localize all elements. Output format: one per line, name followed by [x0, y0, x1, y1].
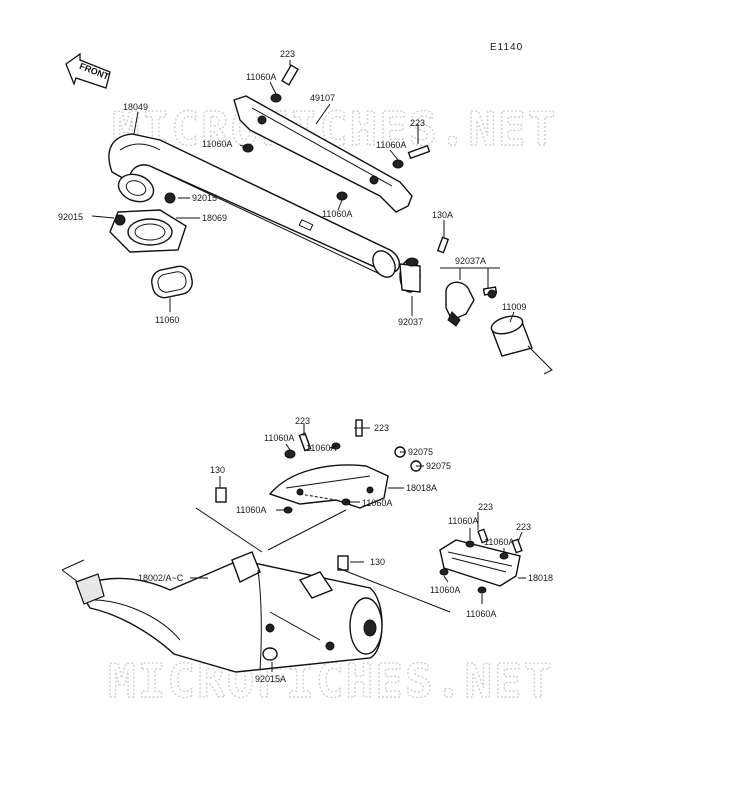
label-11060a-c: 11060A: [376, 140, 406, 150]
label-92015a: 92015A: [255, 674, 286, 684]
label-11060: 11060: [155, 315, 179, 325]
exhaust-flange: [109, 192, 187, 253]
label-11060a-f: 11060A: [306, 443, 336, 453]
clamp-92037a: [445, 281, 498, 327]
bolt-130a: [436, 236, 450, 254]
label-92037: 92037: [398, 317, 423, 327]
gasket: [151, 265, 193, 299]
label-92075-a: 92075: [408, 447, 433, 457]
label-223-f: 223: [516, 522, 531, 532]
leader-lines-top: [91, 60, 515, 323]
label-49107: 49107: [310, 93, 335, 103]
label-11060a-j: 11060A: [484, 537, 514, 547]
label-18049: 18049: [123, 102, 148, 112]
label-92075-b: 92075: [426, 461, 451, 471]
mount-bracket: [233, 95, 413, 213]
label-223-b: 223: [410, 118, 425, 128]
label-18018: 18018: [528, 573, 553, 583]
label-18018a: 18018A: [406, 483, 437, 493]
label-130: 130: [210, 465, 225, 475]
sleeve-11009: [490, 315, 553, 375]
label-18069: 18069: [202, 213, 227, 223]
heat-cover-18018a: [268, 464, 389, 509]
heat-cover-18018: [439, 539, 521, 587]
label-11060a-k: 11060A: [430, 585, 460, 595]
label-11060a-e: 11060A: [264, 433, 294, 443]
label-11060a-b: 11060A: [202, 139, 232, 149]
label-223-d: 223: [374, 423, 389, 433]
label-92015-b: 92015: [58, 212, 83, 222]
label-223-a: 223: [280, 49, 295, 59]
label-11060a-a: 11060A: [246, 72, 276, 82]
muffler: [61, 551, 383, 673]
label-11009: 11009: [502, 302, 526, 312]
label-92015: 92015: [192, 193, 217, 203]
label-11060a-i: 11060A: [448, 516, 478, 526]
label-223-e: 223: [478, 502, 493, 512]
label-223-c: 223: [295, 416, 310, 426]
label-130-b: 130: [370, 557, 385, 567]
label-11060a-h: 11060A: [362, 498, 392, 508]
label-92037a: 92037A: [455, 256, 486, 266]
label-11060a-d: 11060A: [322, 209, 352, 219]
label-11060a-l: 11060A: [466, 609, 496, 619]
header-pipe: [108, 133, 400, 278]
label-130a: 130A: [432, 210, 453, 220]
leader-lines-bottom: [190, 424, 526, 672]
label-18002: 18002/A~C: [138, 573, 184, 583]
bolts-bottom: [215, 419, 523, 661]
front-arrow-icon: FRONT: [65, 52, 111, 89]
label-11060a-g: 11060A: [236, 505, 266, 515]
diagram-code: E1140: [490, 42, 523, 53]
pipe-clamp: [399, 257, 421, 293]
